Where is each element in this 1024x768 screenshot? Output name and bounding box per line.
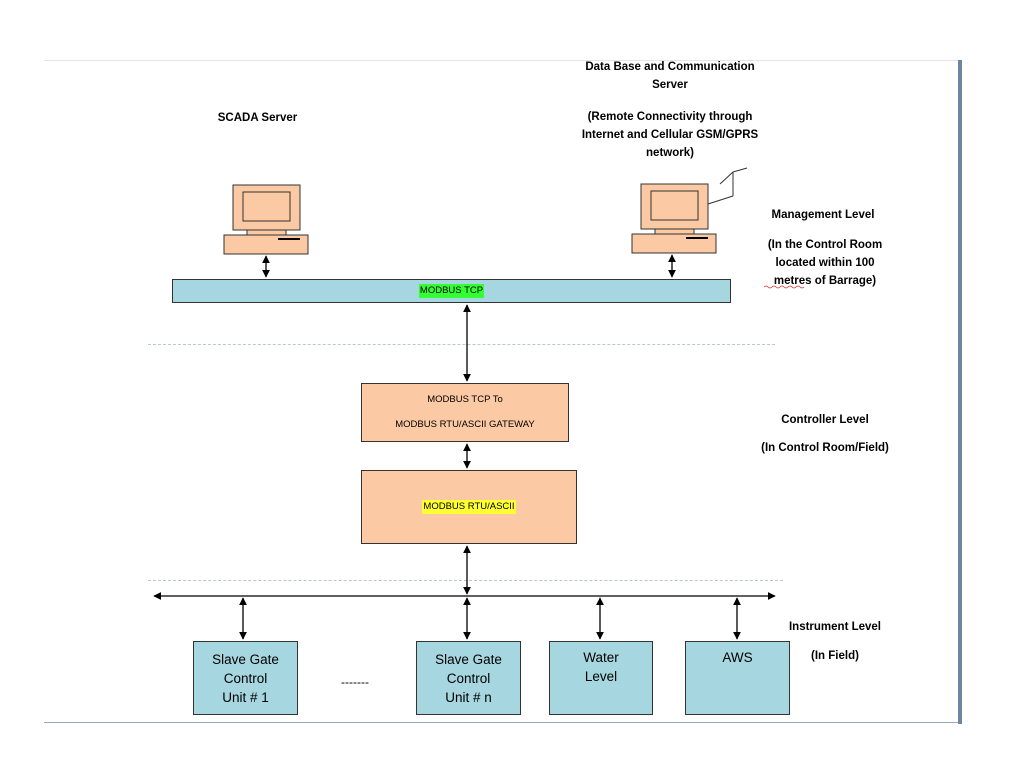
- spellcheck-underline: [763, 285, 805, 289]
- modbus-tcp-bus: MODBUS TCP: [172, 279, 731, 303]
- scada-computer-icon: [223, 184, 309, 255]
- level-separator-upper: [148, 344, 775, 345]
- page-top-edge: [44, 60, 960, 61]
- controller-level-label: Controller Level: [781, 414, 869, 426]
- modbus-tcp-label: MODBUS TCP: [418, 284, 485, 298]
- instrument-level-label: Instrument Level: [788, 621, 882, 633]
- aws-box: AWS: [685, 641, 790, 715]
- water-level-label: Water Level: [583, 650, 619, 684]
- unit-1-label: Slave Gate Control Unit # 1: [212, 651, 279, 705]
- aws-label: AWS: [722, 650, 753, 665]
- management-level-label: Management Level: [771, 209, 875, 221]
- antenna-icon: [707, 167, 748, 205]
- page-right-border: [958, 60, 962, 724]
- instrument-level-note: (In Field): [811, 650, 859, 662]
- modbus-rtu-ascii-box: MODBUS RTU/ASCII: [361, 470, 577, 544]
- units-ellipsis: -------: [341, 675, 369, 689]
- slave-gate-control-unit-1: Slave Gate Control Unit # 1: [193, 641, 298, 715]
- modbus-gateway-box: MODBUS TCP To MODBUS RTU/ASCII GATEWAY: [361, 383, 569, 442]
- db-server-title: Data Base and Communication Server: [585, 61, 755, 91]
- gateway-label-line1: MODBUS TCP To: [427, 394, 503, 405]
- gateway-label-line2: MODBUS RTU/ASCII GATEWAY: [395, 419, 535, 430]
- remote-connectivity-note: (Remote Connectivity through Internet an…: [581, 111, 759, 159]
- database-server-computer-icon: [631, 183, 717, 254]
- slave-gate-control-unit-n: Slave Gate Control Unit # n: [416, 641, 521, 715]
- scada-server-label: SCADA Server: [217, 112, 298, 124]
- controller-level-note: (In Control Room/Field): [761, 442, 889, 454]
- management-level-note: (In the Control Room located within 100 …: [767, 239, 883, 287]
- page-bottom-edge: [44, 722, 960, 723]
- rtu-ascii-label: MODBUS RTU/ASCII: [422, 500, 516, 514]
- unit-n-label: Slave Gate Control Unit # n: [435, 651, 502, 705]
- water-level-box: Water Level: [549, 641, 653, 715]
